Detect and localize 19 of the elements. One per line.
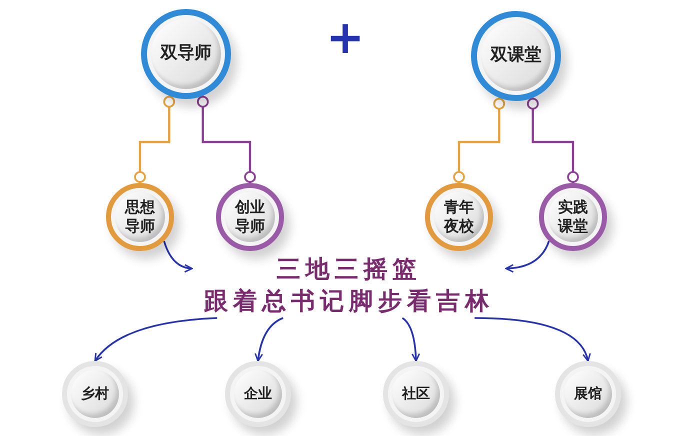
node-label: 思想导师 [124,198,156,236]
node-label: 创业导师 [234,198,266,236]
node-label: 实践课堂 [557,198,589,236]
curved-arrow [94,317,218,362]
node-label: 企业 [244,384,272,404]
node-label: 双导师 [160,42,212,66]
node-label: 乡村 [81,384,109,404]
heading-text: 跟着总书记脚步看吉林 [204,286,494,316]
curved-arrow [163,240,193,272]
curved-arrow [505,240,550,272]
curved-arrow [402,317,420,362]
node-label: 社区 [402,384,430,404]
node-label: 双课堂 [490,44,542,68]
curved-arrow [474,317,590,362]
node-label: 展馆 [574,384,602,404]
heading-text: 三地三摇篮 [276,254,422,284]
plus-sign: + [326,14,365,60]
node-label: 青年夜校 [443,198,475,236]
curved-arrow [254,317,284,362]
